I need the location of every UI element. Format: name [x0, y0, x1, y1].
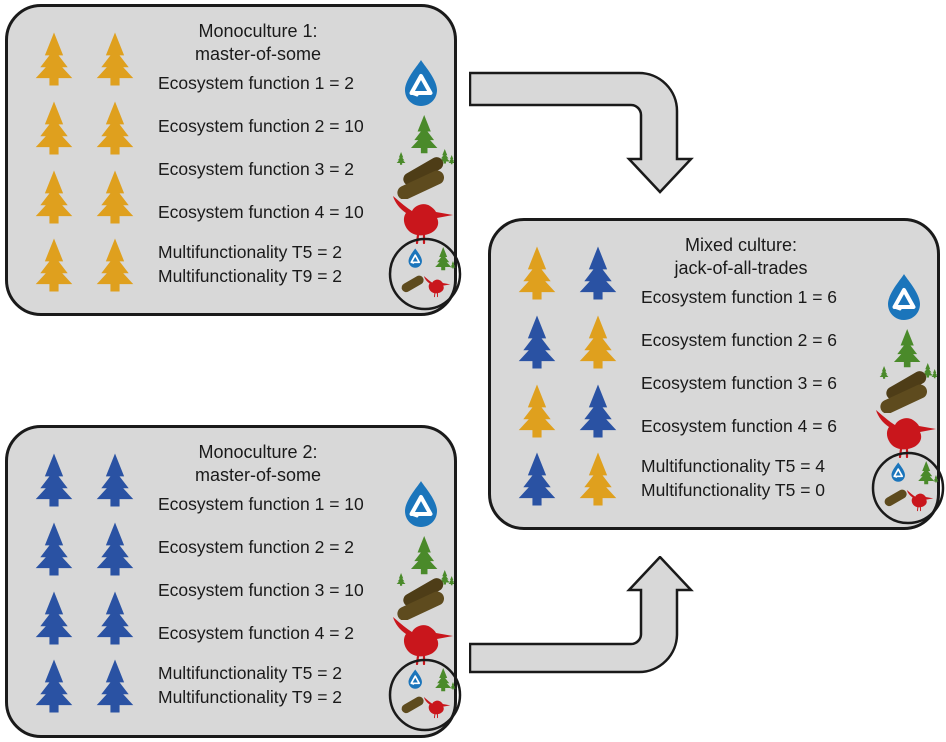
arrow-down-icon — [469, 71, 694, 194]
deadwood-logs-icon — [395, 575, 447, 620]
ecosystem-function-2-label: Ecosystem function 2 = 10 — [158, 116, 364, 136]
tree-icon — [35, 453, 73, 507]
water-drop-icon — [403, 480, 439, 529]
multifunctionality-line2: Multifunctionality T5 = 0 — [641, 480, 826, 500]
panel-monoculture-1: Monoculture 1: master-of-some Ecosystem … — [5, 4, 457, 316]
water-drop-icon — [886, 273, 922, 322]
ecosystem-function-1-label: Ecosystem function 1 = 6 — [641, 287, 838, 307]
arrow-up-icon — [469, 556, 694, 674]
tree-icon — [96, 170, 134, 224]
tree-icon — [579, 315, 617, 369]
multifunctionality-labels: Multifunctionality T5 = 2 Multifunctiona… — [158, 661, 342, 709]
multifunctionality-labels: Multifunctionality T5 = 2 Multifunctiona… — [158, 240, 342, 288]
tree-icon — [35, 101, 73, 155]
multifunctionality-line1: Multifunctionality T5 = 2 — [158, 663, 343, 683]
tree-icon — [96, 659, 134, 713]
tree-icon — [518, 452, 556, 506]
ecosystem-function-4-label: Ecosystem function 4 = 2 — [158, 623, 355, 643]
ecosystem-function-4-label: Ecosystem function 4 = 6 — [641, 416, 838, 436]
multifunctionality-line2: Multifunctionality T9 = 2 — [158, 687, 343, 707]
multifunctionality-circle-icon — [869, 449, 946, 527]
tree-icon — [96, 591, 134, 645]
multifunctionality-line1: Multifunctionality T5 = 2 — [158, 242, 343, 262]
ecosystem-function-1-label: Ecosystem function 1 = 2 — [158, 73, 355, 93]
ecosystem-function-2-label: Ecosystem function 2 = 2 — [158, 537, 355, 557]
tree-icon — [35, 522, 73, 576]
tree-icon — [96, 453, 134, 507]
tree-icon — [579, 246, 617, 300]
tree-icon — [579, 452, 617, 506]
multifunctionality-circle-icon — [386, 656, 464, 734]
ecosystem-function-3-label: Ecosystem function 3 = 2 — [158, 159, 355, 179]
tree-icon — [579, 384, 617, 438]
panel-monoculture-2: Monoculture 2: master-of-some Ecosystem … — [5, 425, 457, 738]
panel-title-line2: master-of-some — [194, 465, 322, 485]
multifunctionality-labels: Multifunctionality T5 = 4 Multifunctiona… — [641, 454, 825, 502]
multifunctionality-circle-icon — [386, 235, 464, 313]
tree-icon — [518, 315, 556, 369]
tree-icon — [518, 246, 556, 300]
tree-icon — [35, 170, 73, 224]
ecosystem-function-2-label: Ecosystem function 2 = 6 — [641, 330, 838, 350]
arrow-monoculture2-to-mixed — [469, 556, 694, 674]
deadwood-logs-icon — [878, 368, 930, 413]
panel-title-line1: Monoculture 1: — [198, 21, 318, 41]
ecosystem-function-3-label: Ecosystem function 3 = 6 — [641, 373, 838, 393]
panel-title: Monoculture 1: master-of-some — [116, 20, 400, 66]
panel-title: Monoculture 2: master-of-some — [116, 441, 400, 487]
water-drop-icon — [403, 59, 439, 108]
tree-icon — [518, 384, 556, 438]
ecosystem-function-1-label: Ecosystem function 1 = 10 — [158, 494, 364, 514]
ecosystem-function-3-label: Ecosystem function 3 = 10 — [158, 580, 364, 600]
tree-icon — [96, 238, 134, 292]
deadwood-logs-icon — [395, 154, 447, 199]
panel-title-line2: master-of-some — [194, 44, 322, 64]
panel-title-line1: Mixed culture: — [684, 235, 798, 255]
tree-icon — [35, 591, 73, 645]
tree-icon — [96, 32, 134, 86]
panel-title: Mixed culture: jack-of-all-trades — [599, 234, 883, 280]
tree-icon — [35, 659, 73, 713]
panel-title-line1: Monoculture 2: — [198, 442, 318, 462]
arrow-monoculture1-to-mixed — [469, 71, 694, 194]
tree-icon — [35, 32, 73, 86]
multifunctionality-line2: Multifunctionality T9 = 2 — [158, 266, 343, 286]
tree-icon — [96, 522, 134, 576]
tree-icon — [35, 238, 73, 292]
multifunctionality-line1: Multifunctionality T5 = 4 — [641, 456, 826, 476]
tree-icon — [96, 101, 134, 155]
panel-title-line2: jack-of-all-trades — [674, 258, 808, 278]
panel-mixed-culture: Mixed culture: jack-of-all-trades Ecosys… — [488, 218, 940, 530]
ecosystem-function-4-label: Ecosystem function 4 = 10 — [158, 202, 364, 222]
